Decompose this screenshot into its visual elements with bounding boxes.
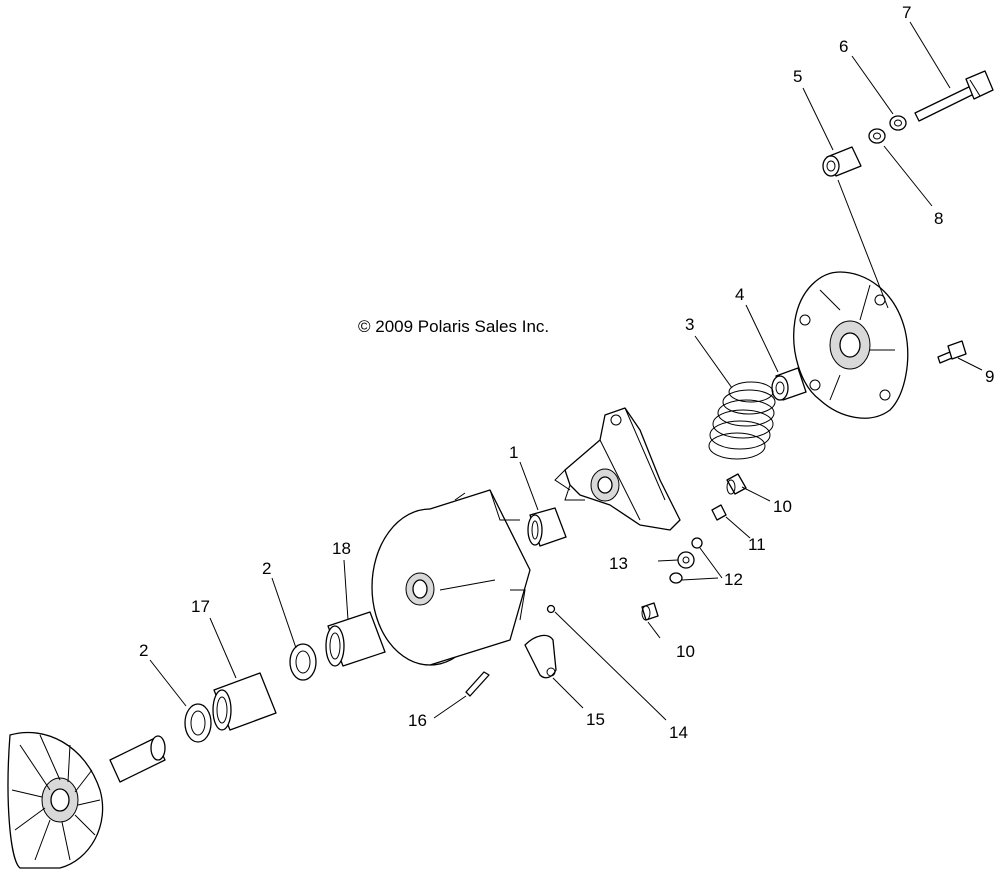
callout-labels: 7 6 5 8 4 3 9 1 10 11 18 13 12 2 17 10 2… — [139, 3, 994, 742]
copyright-notice: © 2009 Polaris Sales Inc. — [358, 317, 549, 336]
callout-15: 15 — [586, 710, 605, 729]
part-10-button-bottom — [641, 602, 659, 621]
part-2-washer-upper — [289, 643, 317, 681]
callout-17: 17 — [191, 597, 210, 616]
part-12-washers — [669, 537, 703, 584]
part-14-ball — [546, 604, 556, 614]
part-2-washer-lower — [184, 703, 212, 743]
callout-3: 3 — [685, 315, 694, 334]
callout-11: 11 — [748, 535, 766, 554]
part-16-pin — [465, 671, 490, 697]
callout-4: 4 — [735, 285, 744, 304]
cover-plate — [793, 271, 909, 419]
part-3-spring — [708, 381, 776, 460]
callout-10-top: 10 — [773, 497, 792, 516]
callout-10-bottom: 10 — [676, 642, 695, 661]
part-8-washer — [868, 128, 886, 144]
part-11-pin — [711, 504, 727, 521]
fixed-sheave — [7, 731, 166, 869]
callout-12: 12 — [724, 570, 743, 589]
callout-2-upper: 2 — [262, 559, 271, 578]
callout-18: 18 — [332, 539, 351, 558]
callout-7: 7 — [902, 3, 911, 22]
part-6-washer — [889, 115, 907, 131]
part-18-sleeve — [325, 611, 386, 667]
part-10-button-top — [726, 473, 747, 495]
part-7-bolt — [914, 70, 994, 122]
callout-13: 13 — [609, 554, 628, 573]
spider-casting — [554, 407, 681, 531]
callout-8: 8 — [934, 209, 943, 228]
part-5-bushing — [822, 146, 862, 177]
part-1-bushing — [527, 507, 567, 547]
part-15-flyweight — [524, 634, 557, 679]
part-9-screw — [937, 340, 967, 364]
callout-6: 6 — [839, 37, 848, 56]
part-4-bushing — [771, 367, 807, 401]
part-13-roller — [677, 551, 695, 569]
callout-5: 5 — [793, 67, 802, 86]
callout-1: 1 — [509, 443, 518, 462]
callout-16: 16 — [408, 711, 427, 730]
callout-9: 9 — [985, 367, 994, 386]
callout-2-lower: 2 — [139, 641, 148, 660]
leader-lines — [149, 21, 983, 721]
callout-14: 14 — [669, 723, 688, 742]
movable-sheave — [371, 489, 531, 666]
part-17-sleeve — [212, 672, 277, 731]
